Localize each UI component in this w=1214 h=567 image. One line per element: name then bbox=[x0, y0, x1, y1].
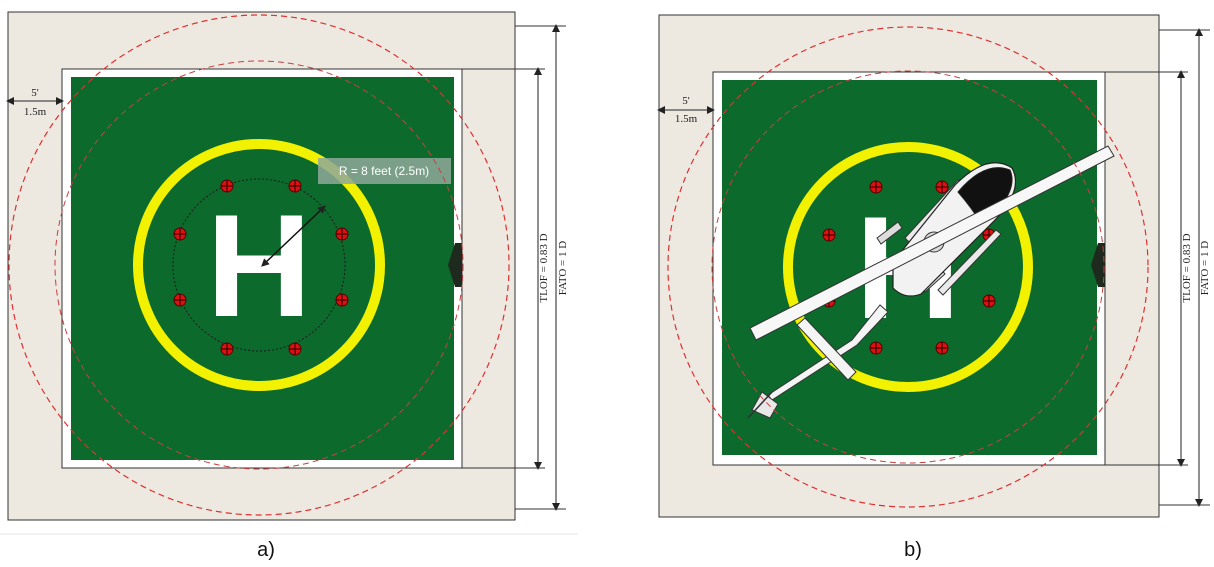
radius-arrow bbox=[261, 205, 326, 267]
offset-feet: 5' bbox=[682, 95, 690, 107]
aiming-ring bbox=[783, 142, 1033, 392]
tlof-safety-circle bbox=[711, 70, 1105, 464]
fato-label: FATO = 1 D bbox=[1199, 241, 1211, 295]
tlof-label: TLOF = 0.83 D bbox=[1181, 233, 1193, 302]
fato-safety-circle bbox=[8, 14, 510, 516]
tlof-label: TLOF = 0.83 D bbox=[538, 233, 550, 302]
fato-label: FATO = 1 D bbox=[557, 241, 569, 295]
lighting-circle bbox=[172, 178, 346, 352]
offset-feet: 5' bbox=[31, 87, 39, 99]
caption-a: a) bbox=[257, 539, 275, 561]
radius-label: R = 8 feet (2.5m) bbox=[339, 164, 429, 178]
windsock-marker bbox=[1091, 243, 1105, 287]
helipad-h-marking: H bbox=[206, 184, 311, 347]
panel-b: H bbox=[657, 14, 1211, 561]
radius-label-box bbox=[318, 158, 451, 184]
helicopter-icon bbox=[747, 145, 1115, 419]
offset-meters: 1.5m bbox=[24, 106, 47, 118]
caption-b: b) bbox=[904, 539, 922, 561]
panel-a: H R = 8 feet (2.5m) 5' 1.5m bbox=[0, 11, 578, 561]
windsock-marker bbox=[448, 243, 462, 287]
aiming-ring bbox=[133, 139, 385, 391]
offset-meters: 1.5m bbox=[675, 113, 698, 125]
tlof-safety-circle bbox=[54, 60, 464, 470]
fato-safety-circle bbox=[667, 26, 1149, 508]
